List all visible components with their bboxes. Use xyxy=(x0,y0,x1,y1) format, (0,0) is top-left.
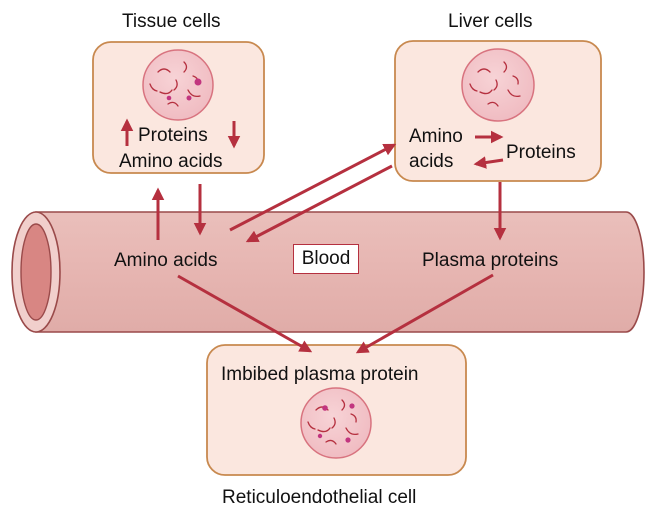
reticuloendothelial-cell xyxy=(206,344,467,476)
plasma-proteins-label: Plasma proteins xyxy=(422,250,559,271)
liver-cell xyxy=(394,40,602,182)
liver-acids-label: acids xyxy=(409,151,454,172)
liver-proteins-label: Proteins xyxy=(506,142,576,163)
tissue-amino-acids-label: Amino acids xyxy=(119,151,223,172)
tissue-proteins-label: Proteins xyxy=(138,125,208,146)
tissue-cells-title: Tissue cells xyxy=(122,11,221,32)
tissue-cell xyxy=(92,41,265,174)
plasma-to-re-arrow xyxy=(355,273,494,354)
amino-to-re-arrow xyxy=(177,274,313,353)
tissue-nucleus-icon xyxy=(142,49,214,121)
arrows xyxy=(120,118,507,354)
liver-amino-label: Amino xyxy=(409,126,463,147)
re-nucleus-icon xyxy=(300,387,372,459)
imbibed-plasma-protein-label: Imbibed plasma protein xyxy=(221,364,419,385)
blood-label: Blood xyxy=(293,244,359,274)
reticuloendothelial-cell-title: Reticuloendothelial cell xyxy=(222,487,417,508)
liver-protein-to-amino-arrow xyxy=(473,156,504,169)
liver-cells-title: Liver cells xyxy=(448,11,533,32)
liver-nucleus-icon xyxy=(461,48,535,122)
liver-to-blood-arrow xyxy=(245,164,393,243)
blood-to-liver-arrow xyxy=(229,143,397,232)
blood-amino-acids-label: Amino acids xyxy=(114,250,218,271)
